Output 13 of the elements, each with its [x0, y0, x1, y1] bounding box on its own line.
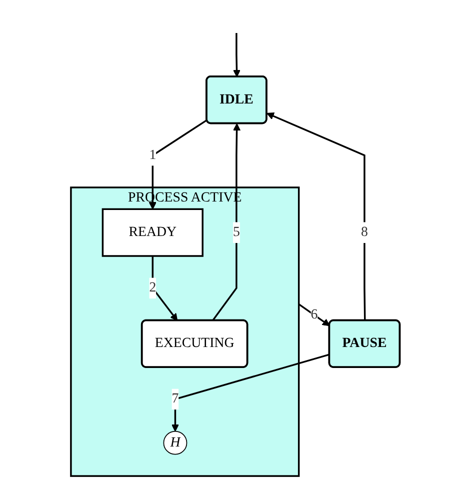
- edge-label: 2: [149, 280, 156, 296]
- arrow: [298, 303, 330, 326]
- edge-label: 8: [361, 224, 368, 240]
- arrow: [266, 112, 366, 321]
- arrow: [233, 32, 241, 78]
- arrow: [152, 256, 178, 321]
- edge-label: 7: [172, 391, 179, 406]
- node-box: READY: [102, 208, 204, 257]
- arrow: [172, 354, 330, 432]
- edge-label: 6: [310, 307, 318, 322]
- edge-label: 5: [233, 224, 240, 240]
- arrow: [212, 123, 241, 322]
- edge-label: 1: [149, 148, 156, 162]
